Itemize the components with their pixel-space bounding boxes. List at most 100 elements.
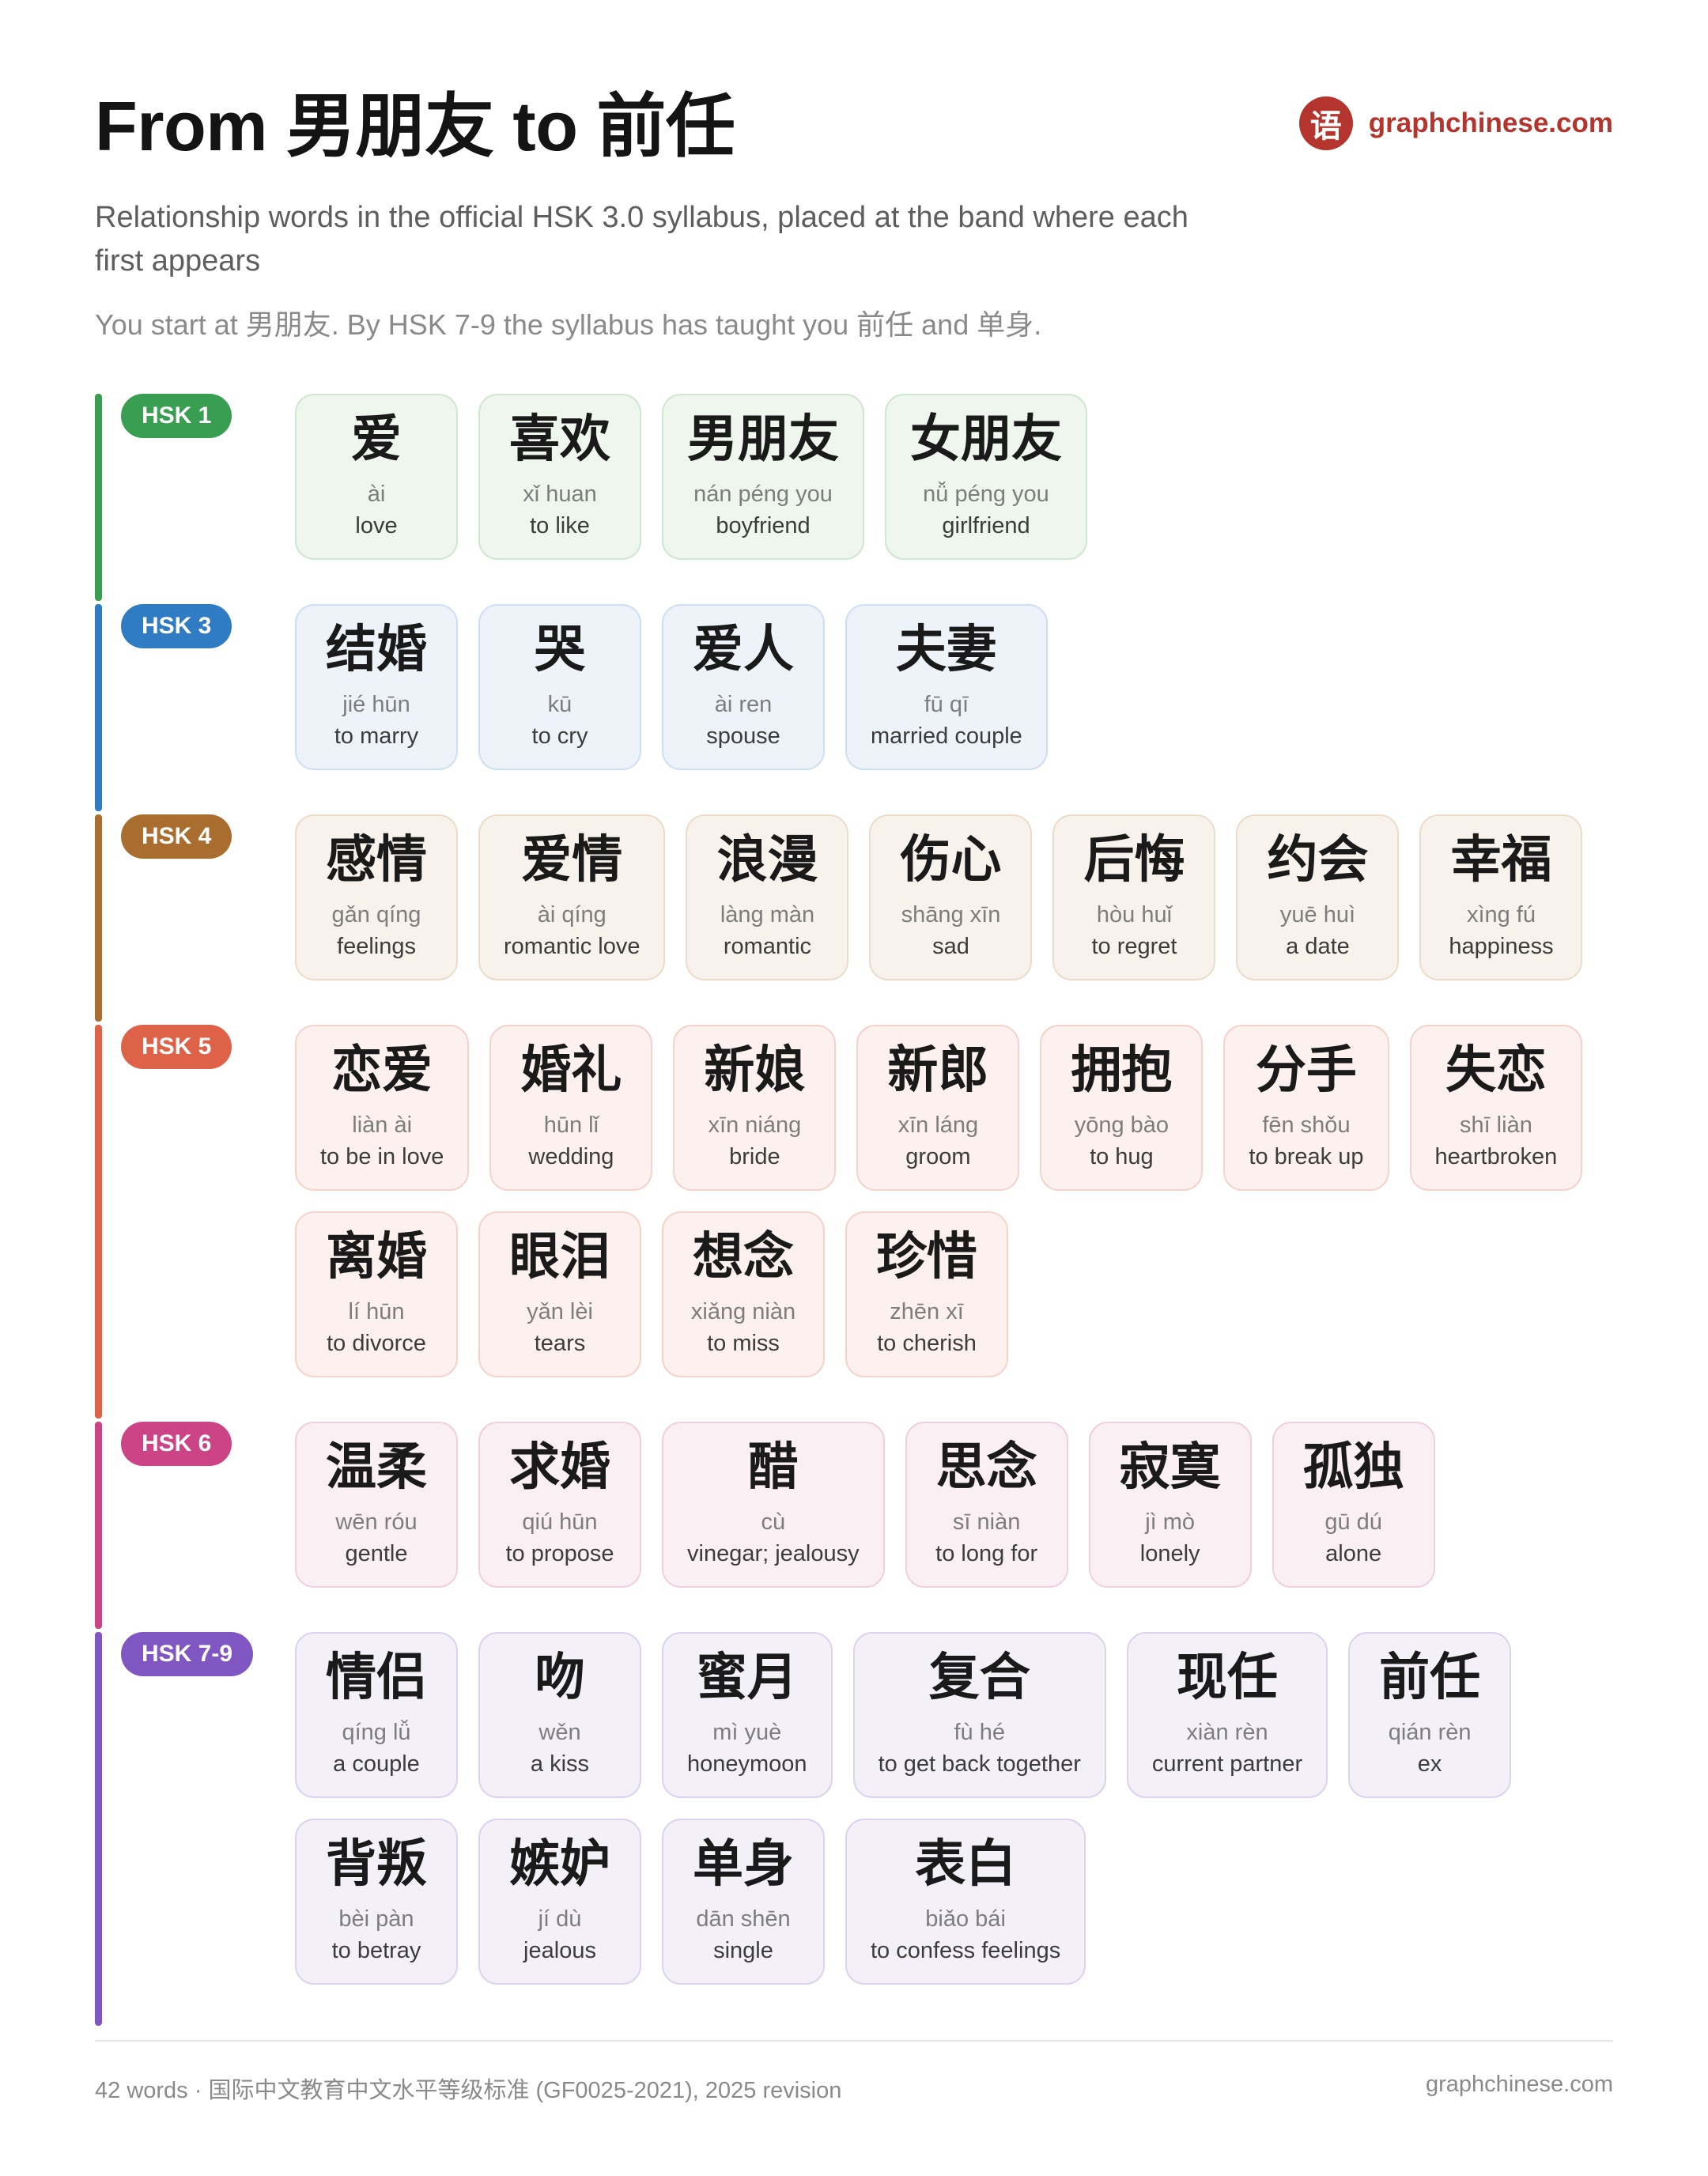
word-english: girlfriend bbox=[942, 513, 1030, 538]
word-hanzi: 思念 bbox=[935, 1438, 1037, 1497]
word-hanzi: 约会 bbox=[1267, 831, 1369, 890]
band-rail: HSK 4 bbox=[95, 814, 295, 1025]
word-hanzi: 珍惜 bbox=[876, 1228, 977, 1286]
page-title: From 男朋友 to 前任 bbox=[95, 87, 735, 165]
word-english: current partner bbox=[1151, 1751, 1303, 1777]
word-hanzi: 恋爱 bbox=[331, 1041, 433, 1100]
word-pinyin: jié hūn bbox=[342, 692, 410, 717]
word-hanzi: 单身 bbox=[693, 1835, 794, 1894]
word-pinyin: sī niàn bbox=[952, 1509, 1021, 1535]
brand-link[interactable]: 语 graphchinese.com bbox=[1298, 96, 1613, 150]
word-english: romantic love bbox=[504, 934, 640, 959]
band-label-badge: HSK 4 bbox=[121, 814, 232, 859]
band-line bbox=[95, 604, 102, 811]
footer-site: graphchinese.com bbox=[1426, 2072, 1613, 2097]
word-english: wedding bbox=[528, 1144, 614, 1169]
word-english: to miss bbox=[707, 1331, 780, 1356]
word-pinyin: jì mò bbox=[1145, 1509, 1196, 1535]
word-pinyin: yǎn lèi bbox=[527, 1299, 593, 1324]
word-hanzi: 爱情 bbox=[521, 831, 623, 890]
band-rail: HSK 1 bbox=[95, 394, 295, 604]
word-hanzi: 复合 bbox=[928, 1649, 1030, 1707]
band-label-badge: HSK 6 bbox=[121, 1422, 232, 1466]
word-pinyin: yōng bào bbox=[1074, 1113, 1170, 1138]
word-english: to marry bbox=[334, 723, 419, 749]
word-english: married couple bbox=[871, 723, 1022, 749]
word-pinyin: ài ren bbox=[714, 692, 773, 717]
word-english: jealous bbox=[523, 1938, 596, 1963]
word-pinyin: nán péng you bbox=[693, 482, 833, 507]
word-pinyin: làng màn bbox=[720, 902, 815, 927]
word-english: to get back together bbox=[878, 1751, 1081, 1777]
word-pinyin: shāng xīn bbox=[901, 902, 1001, 927]
band-line bbox=[95, 814, 102, 1022]
word-hanzi: 感情 bbox=[326, 831, 427, 890]
word-pinyin: hūn lǐ bbox=[543, 1113, 599, 1138]
word-card: 复合 fù hé to get back together bbox=[852, 1632, 1106, 1798]
word-english: to hug bbox=[1090, 1144, 1154, 1169]
word-pinyin: bèi pàn bbox=[338, 1906, 414, 1932]
band-rail: HSK 7-9 bbox=[95, 1632, 295, 2029]
word-hanzi: 情侣 bbox=[326, 1649, 427, 1707]
word-hanzi: 想念 bbox=[693, 1228, 794, 1286]
word-hanzi: 伤心 bbox=[900, 831, 1002, 890]
word-english: single bbox=[713, 1938, 773, 1963]
word-hanzi: 眼泪 bbox=[509, 1228, 610, 1286]
word-english: happiness bbox=[1449, 934, 1554, 959]
word-card: 伤心 shāng xīn sad bbox=[869, 814, 1033, 980]
word-hanzi: 失恋 bbox=[1445, 1041, 1547, 1100]
word-pinyin: lí hūn bbox=[348, 1299, 405, 1324]
word-english: to betray bbox=[331, 1938, 421, 1963]
page-subtitle: Relationship words in the official HSK 3… bbox=[95, 201, 1188, 278]
word-pinyin: wěn bbox=[538, 1720, 581, 1745]
brand-name: graphchinese.com bbox=[1368, 108, 1613, 138]
word-english: to break up bbox=[1249, 1144, 1364, 1169]
word-pinyin: wēn róu bbox=[335, 1509, 418, 1535]
brand-logo-icon: 语 bbox=[1298, 96, 1353, 150]
word-hanzi: 蜜月 bbox=[696, 1649, 798, 1707]
word-pinyin: xiàn rèn bbox=[1186, 1720, 1268, 1745]
word-hanzi: 温柔 bbox=[326, 1438, 427, 1497]
word-pinyin: xīn láng bbox=[897, 1113, 979, 1138]
word-english: to cherish bbox=[877, 1331, 977, 1356]
word-hanzi: 分手 bbox=[1255, 1041, 1357, 1100]
word-pinyin: ài qíng bbox=[537, 902, 606, 927]
word-pinyin: biǎo bái bbox=[925, 1906, 1006, 1932]
word-english: vinegar; jealousy bbox=[687, 1541, 860, 1566]
word-pinyin: liàn ài bbox=[352, 1113, 413, 1138]
word-hanzi: 新郎 bbox=[887, 1041, 989, 1100]
word-hanzi: 浪漫 bbox=[716, 831, 818, 890]
word-hanzi: 拥抱 bbox=[1071, 1041, 1173, 1100]
word-pinyin: qián rèn bbox=[1388, 1720, 1472, 1745]
word-hanzi: 求婚 bbox=[509, 1438, 610, 1497]
word-hanzi: 结婚 bbox=[326, 621, 427, 679]
word-english: sad bbox=[932, 934, 969, 959]
word-pinyin: fēn shǒu bbox=[1262, 1113, 1351, 1138]
word-english: gentle bbox=[345, 1541, 408, 1566]
word-pinyin: xìng fú bbox=[1466, 902, 1536, 927]
word-pinyin: fù hé bbox=[954, 1720, 1005, 1745]
word-hanzi: 爱人 bbox=[693, 621, 794, 679]
word-english: love bbox=[355, 513, 398, 538]
word-pinyin: gū dú bbox=[1324, 1509, 1382, 1535]
word-hanzi: 喜欢 bbox=[509, 410, 610, 469]
band-rail: HSK 5 bbox=[95, 1025, 295, 1422]
